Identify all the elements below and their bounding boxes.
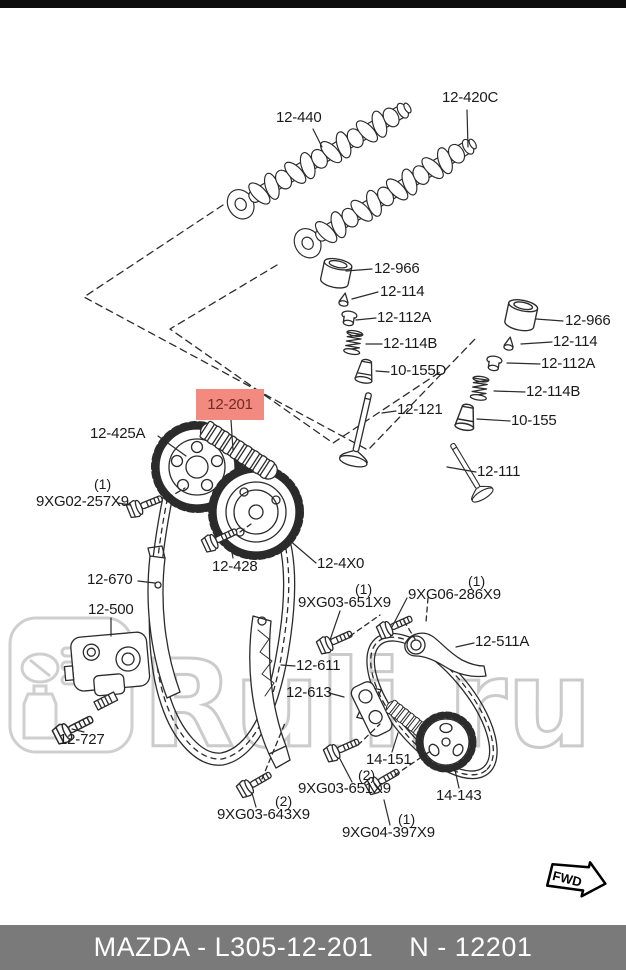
- chain-tensioner-12-613-drawing: [350, 681, 393, 737]
- fwd-arrow-label: FWD: [551, 868, 583, 890]
- bolt-dashed-connectors: [167, 487, 433, 780]
- footer-catalog-number: N - 12201: [409, 932, 533, 962]
- oil-pump-sprocket-14-143-drawing: [415, 711, 477, 773]
- footer-bar: MAZDA - L305-12-201 N - 12201: [0, 925, 626, 970]
- tensioner-arm-12-511A-drawing: [404, 632, 487, 678]
- vvt-actuator-12-4X0-drawing: [208, 464, 304, 560]
- fwd-arrow-icon: FWD: [545, 861, 607, 898]
- footer-part-number: MAZDA - L305-12-201: [93, 932, 374, 962]
- valve-parts-right-drawing: [441, 296, 540, 506]
- highlighted-part-label[interactable]: 12-201: [196, 389, 264, 420]
- top-black-bar: [0, 0, 626, 8]
- assembly-dashed-lines: [83, 204, 477, 451]
- chain-tensioner-12-500-drawing: [63, 631, 151, 711]
- label-leader-lines: [71, 109, 564, 826]
- chain-guide-12-670-drawing: [147, 545, 181, 699]
- valve-parts-left-drawing: [318, 255, 384, 470]
- chain-guide-12-611-drawing: [249, 615, 291, 769]
- oil-pump-chain-loop-drawing: [366, 632, 498, 780]
